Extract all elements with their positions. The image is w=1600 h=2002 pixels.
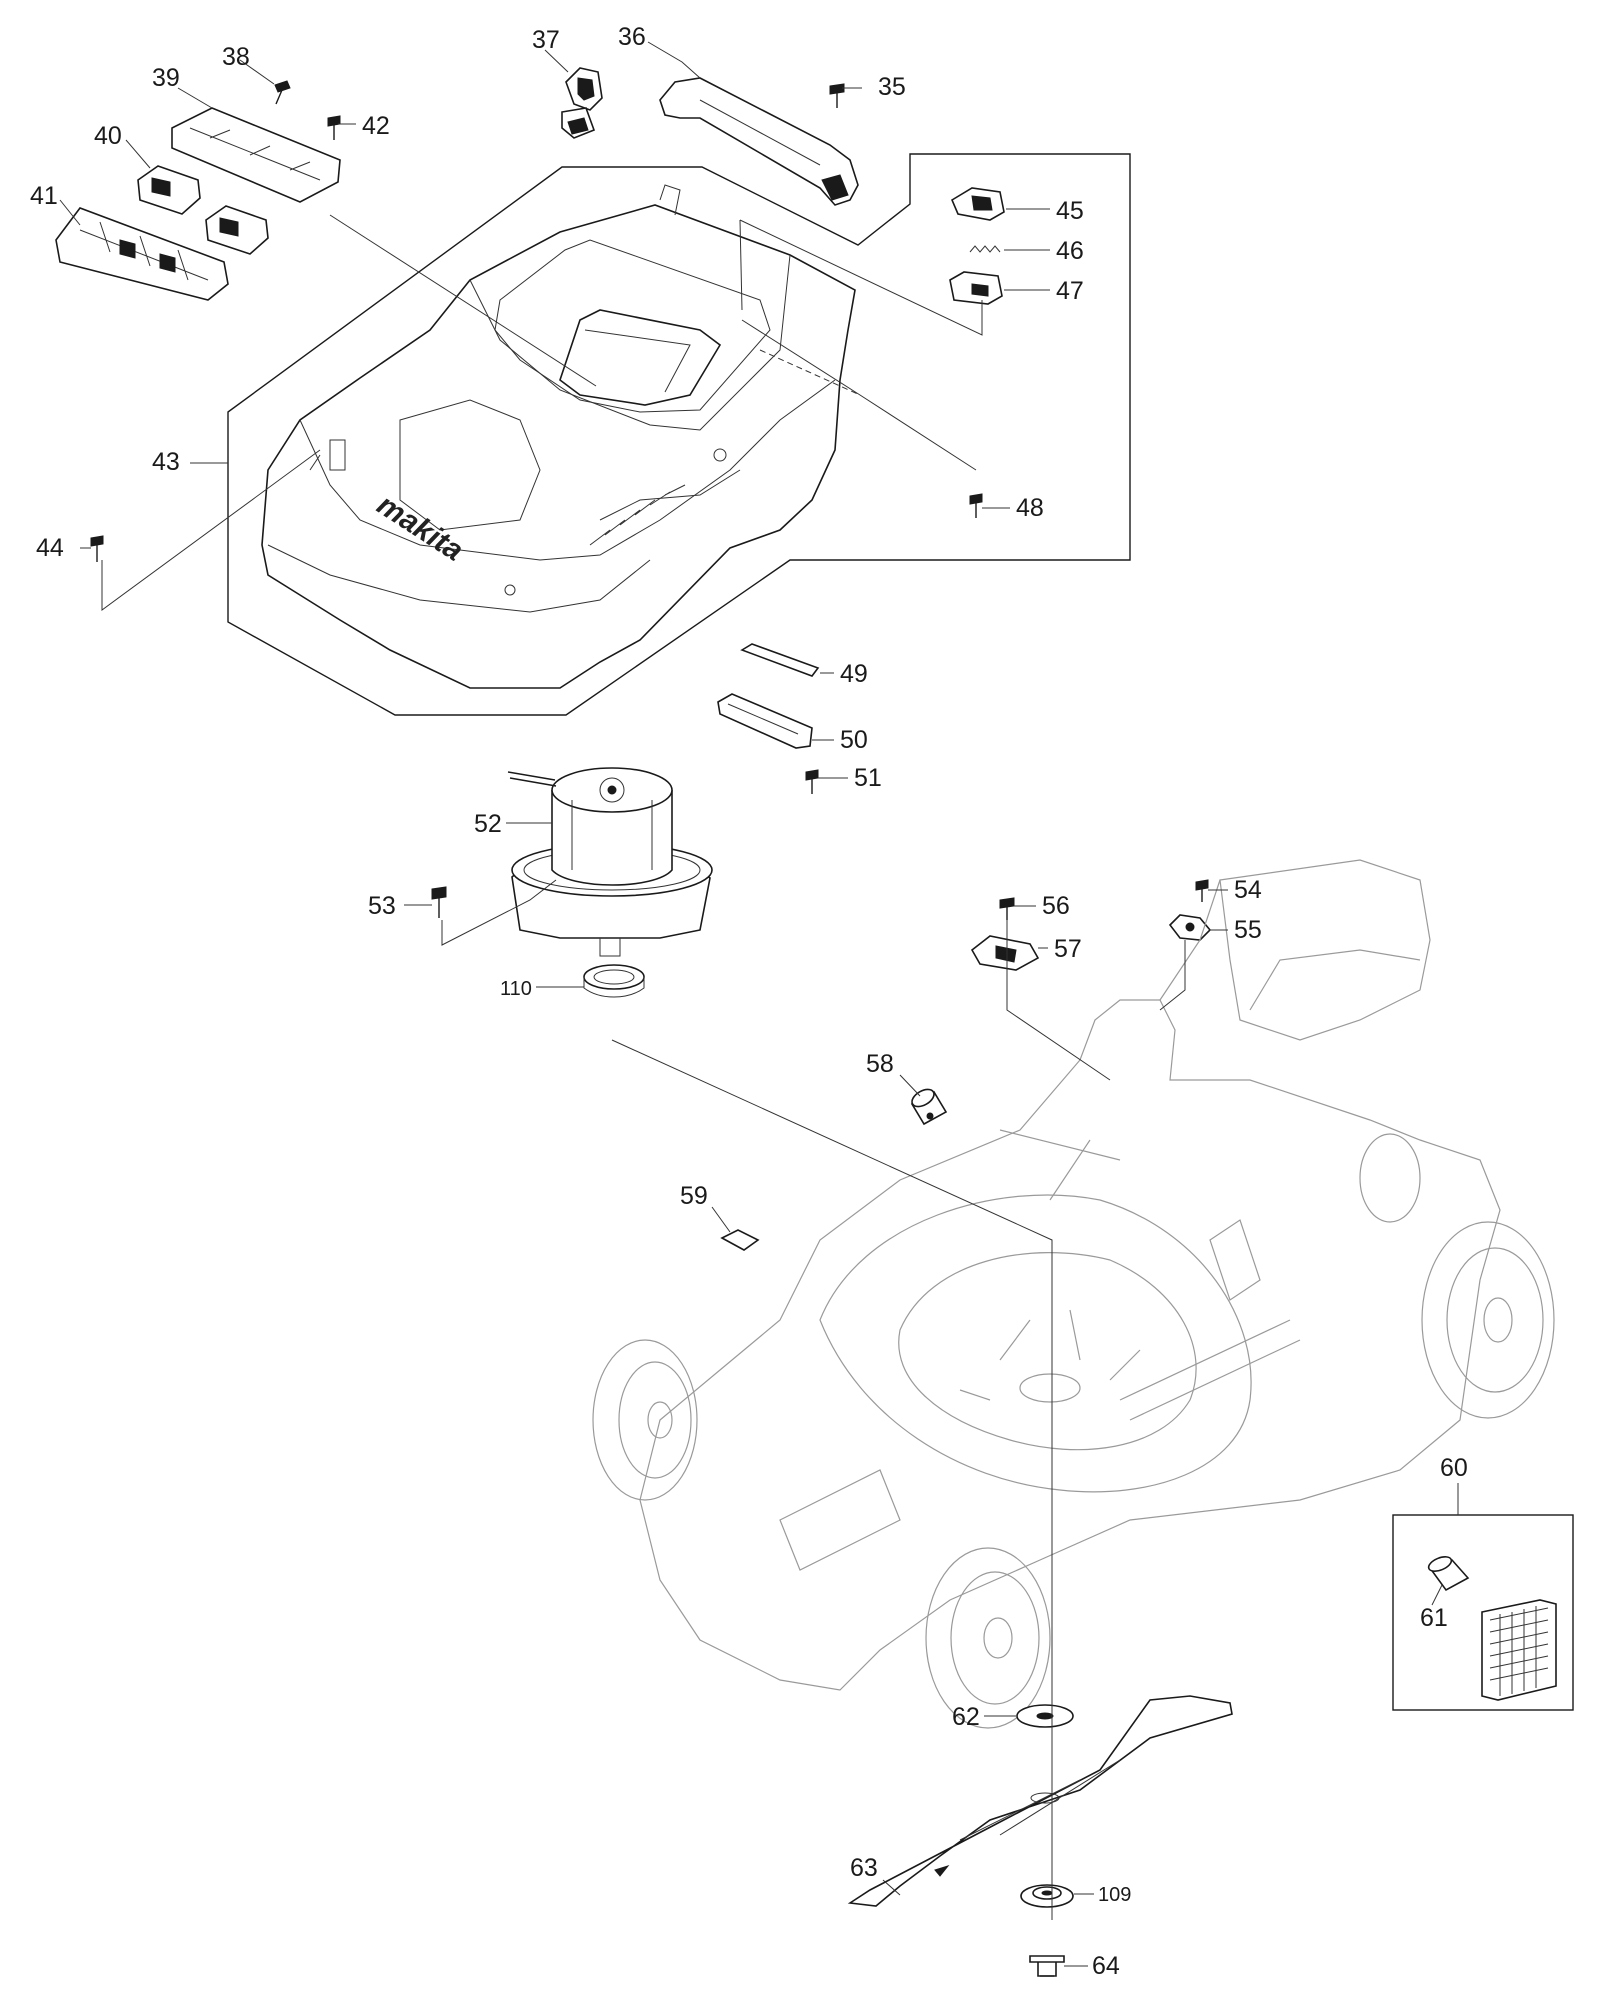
part-label: 59 [680,1182,708,1210]
part-label: 63 [850,1854,878,1882]
height-scale-marks [589,484,686,546]
part-label: 62 [952,1703,980,1731]
seal-ring-part [583,964,645,998]
screw-51-part [805,769,819,794]
latch-base-part [949,271,1003,305]
part-label: 109 [1098,1884,1131,1906]
part-label: 36 [618,23,646,51]
motor-part [507,767,713,957]
part-label: 38 [222,43,250,71]
screw-53-part [431,886,447,918]
part-label: 54 [1234,876,1262,904]
part-label: 60 [1440,1454,1468,1482]
pin-59-part [720,1229,760,1251]
screw-54-part [1195,879,1209,902]
part-label: 46 [1056,237,1084,265]
switch-57-part [970,935,1040,971]
part-label: 55 [1234,916,1262,944]
part-label: 47 [1056,277,1084,305]
part-label: 61 [1420,1604,1448,1632]
rear-wheel [1421,1221,1555,1419]
sleeve-58-part [910,1088,948,1126]
front-left-wheel [592,1339,698,1501]
part-label: 43 [152,448,180,476]
screw-44-part [90,535,104,562]
part-label: 56 [1042,892,1070,920]
part-label: 35 [878,73,906,101]
front-right-wheel [925,1547,1051,1729]
leader-lines [59,41,1459,1967]
part-label: 44 [36,534,64,562]
part-label: 58 [866,1050,894,1078]
part-label: 51 [854,764,882,792]
part-labels: 35 36 37 38 39 40 41 42 43 44 45 46 47 4… [30,23,1468,1980]
battery-holder-part [55,207,229,301]
alignment-lines [101,214,1186,1920]
part-label: 57 [1054,935,1082,963]
screw-35-part [829,83,845,108]
group-outline-top-cover [227,153,1131,716]
part-label: 37 [532,26,560,54]
part-label: 41 [30,182,58,210]
safety-key-part [561,67,603,139]
latch-lever-part [950,187,1005,221]
group-outline-accessories [1392,1514,1574,1711]
washer-109-part [1020,1884,1074,1908]
screw-42-part [327,115,341,140]
latch-spring-part [969,245,1001,253]
part-label: 53 [368,892,396,920]
bolt-64-part [1029,1955,1065,1977]
sleeve-61-part [1427,1556,1470,1592]
part-label: 110 [500,978,532,1000]
screw-38-part [274,80,291,105]
part-label: 42 [362,112,390,140]
part-label: 48 [1016,494,1044,522]
washer-62-part [1016,1704,1074,1728]
part-label: 45 [1056,197,1084,225]
top-cover-part: makita [261,184,856,689]
blade-63-part [847,1695,1233,1907]
filter-part [1481,1599,1557,1701]
mower-deck-part [592,859,1555,1729]
part-label: 64 [1092,1952,1120,1980]
part-label: 39 [152,64,180,92]
screw-56-part [999,897,1015,920]
part-label: 52 [474,810,502,838]
screw-48-part [969,493,983,518]
part-label: 49 [840,660,868,688]
part-label: 40 [94,122,122,150]
battery-terminal-part [137,165,269,255]
part-label: 50 [840,726,868,754]
carry-handle-part [659,77,859,206]
link-plate-part [717,643,820,749]
